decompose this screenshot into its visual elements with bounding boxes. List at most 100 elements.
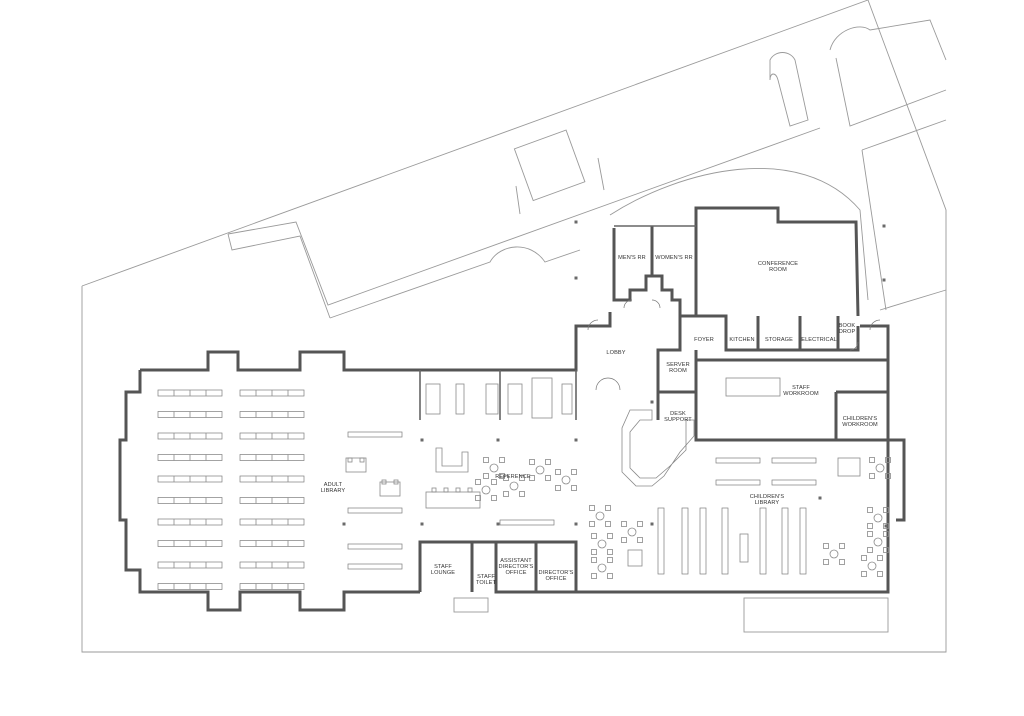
interior-walls [419, 225, 888, 592]
chair [867, 531, 873, 537]
chair [823, 559, 829, 565]
chair [503, 475, 509, 481]
chair [883, 507, 889, 513]
shelf-unit [799, 507, 807, 575]
table [535, 465, 545, 475]
chair [867, 523, 873, 529]
chair [605, 521, 611, 527]
table [481, 485, 491, 495]
chair [499, 457, 505, 463]
column [574, 438, 578, 442]
chair [571, 469, 577, 475]
chair [499, 473, 505, 479]
column [882, 224, 886, 228]
chair [483, 473, 489, 479]
chair [637, 521, 643, 527]
label-electrical: ELECTRICAL [801, 337, 837, 343]
chair [393, 479, 399, 485]
shelf-unit [721, 507, 729, 575]
column [342, 522, 346, 526]
column [574, 276, 578, 280]
exterior-walls [118, 206, 906, 612]
doors [587, 299, 881, 391]
table [597, 563, 607, 573]
table [595, 511, 605, 521]
chair [591, 533, 597, 539]
furniture [345, 377, 861, 570]
chair [867, 547, 873, 553]
shelf-unit [657, 507, 665, 575]
table [873, 513, 883, 523]
chair [877, 571, 883, 577]
table [489, 463, 499, 473]
chair [529, 475, 535, 481]
table [829, 549, 839, 559]
label-lobby: LOBBY [606, 350, 625, 356]
table [867, 561, 877, 571]
chair [431, 487, 437, 493]
chair [545, 475, 551, 481]
shelf-unit [715, 479, 761, 486]
chair [839, 559, 845, 565]
table [509, 481, 519, 491]
chair [885, 473, 891, 479]
column [574, 220, 578, 224]
chair [883, 531, 889, 537]
chair [483, 457, 489, 463]
chair [455, 487, 461, 493]
table [561, 475, 571, 485]
chair [467, 487, 473, 493]
columns [342, 220, 888, 528]
shelf-unit [681, 507, 689, 575]
chair [571, 485, 577, 491]
chair [503, 491, 509, 497]
chair [607, 573, 613, 579]
column [818, 496, 822, 500]
chair [347, 457, 353, 463]
chair [607, 557, 613, 563]
label-womens-rr: WOMEN'S RR [655, 255, 693, 261]
chair [861, 555, 867, 561]
chair [545, 459, 551, 465]
column [650, 400, 654, 404]
chair [869, 473, 875, 479]
column [420, 438, 424, 442]
shelf-unit [715, 457, 761, 464]
site-outline [81, 0, 947, 653]
chair [359, 457, 365, 463]
label-kitchen: KITCHEN [729, 337, 754, 343]
chair [381, 479, 387, 485]
chair [861, 571, 867, 577]
chair [519, 475, 525, 481]
chair [867, 507, 873, 513]
chair [443, 487, 449, 493]
column [650, 522, 654, 526]
chair [621, 521, 627, 527]
chair [823, 543, 829, 549]
column [420, 522, 424, 526]
shelf-unit [759, 507, 767, 575]
column [574, 522, 578, 526]
column [882, 278, 886, 282]
chair [591, 573, 597, 579]
chair [591, 557, 597, 563]
label-mens-rr: MEN'S RR [618, 255, 646, 261]
label-reference: REFERENCE [495, 474, 531, 480]
column [496, 438, 500, 442]
chair [605, 505, 611, 511]
table [627, 527, 637, 537]
table [597, 539, 607, 549]
chair [607, 549, 613, 555]
shelf-unit [771, 479, 817, 486]
